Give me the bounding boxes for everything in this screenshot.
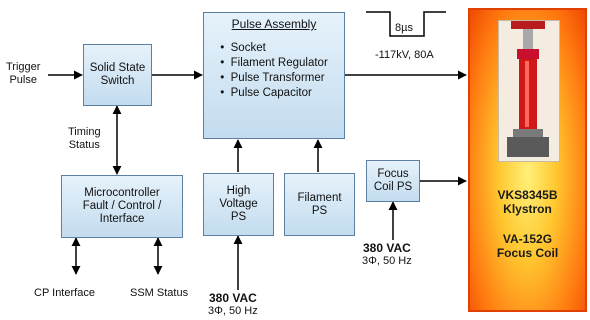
klystron-panel: VKS8345B Klystron VA-152G Focus Coil xyxy=(468,8,587,312)
klystron-photo xyxy=(498,20,560,162)
filament-ps-box: Filament PS xyxy=(284,173,355,236)
ac-voltage-2: 380 VAC xyxy=(362,241,411,255)
pulse-waveform xyxy=(366,11,446,37)
pulse-spec-label: -117kV, 80A xyxy=(375,49,434,61)
pulse-assembly-item: • Pulse Capacitor xyxy=(220,87,312,99)
klystron-label: VKS8345B Klystron xyxy=(497,188,558,216)
ac-phase-1: 3Φ, 50 Hz xyxy=(208,305,258,317)
ac-input-hv-label: 380 VAC 3Φ, 50 Hz xyxy=(208,292,258,318)
ssm-status-label: SSM Status xyxy=(130,287,189,299)
focus-coil-label: VA-152G Focus Coil xyxy=(496,232,559,260)
ac-input-focus-label: 380 VAC 3Φ, 50 Hz xyxy=(362,242,412,268)
cp-interface-label: CP Interface xyxy=(34,287,95,299)
pulse-assembly-item: • Pulse Transformer xyxy=(220,72,325,84)
timing-status-label: Timing Status xyxy=(68,126,101,151)
ac-voltage-1: 380 VAC xyxy=(208,291,257,305)
high-voltage-ps-box: High Voltage PS xyxy=(203,173,274,236)
trigger-pulse-label: Trigger Pulse xyxy=(6,61,41,86)
pulse-assembly-box: Pulse Assembly • Socket • Filament Regul… xyxy=(203,12,345,139)
pulse-assembly-item: • Socket xyxy=(220,42,266,54)
ac-phase-2: 3Φ, 50 Hz xyxy=(362,255,412,267)
focus-coil-ps-box: Focus Coil PS xyxy=(366,160,420,202)
pulse-assembly-title: Pulse Assembly xyxy=(231,17,317,31)
microcontroller-box: Microcontroller Fault / Control / Interf… xyxy=(61,175,183,238)
solid-state-switch-box: Solid State Switch xyxy=(83,44,152,106)
pulse-width-label: 8µs xyxy=(395,22,413,34)
pulse-assembly-item: • Filament Regulator xyxy=(220,57,328,69)
pulse-assembly-list: • Socket • Filament Regulator • Pulse Tr… xyxy=(220,41,328,101)
